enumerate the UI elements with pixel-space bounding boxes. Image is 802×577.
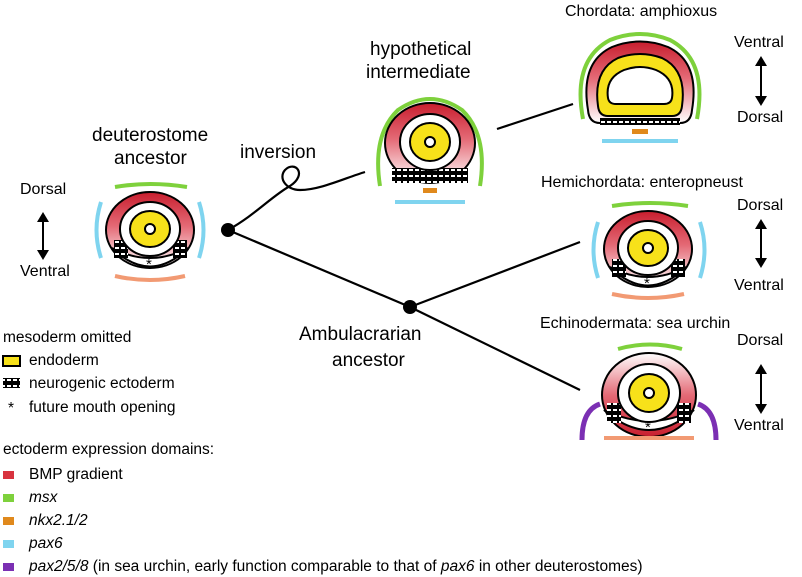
msx-domain	[617, 342, 683, 351]
pax6-domain-right	[698, 221, 707, 279]
axis-ventral-chordata: Ventral	[734, 34, 784, 51]
axis-dorsal-echinodermata: Dorsal	[737, 332, 784, 349]
neurogenic-ectoderm-left	[607, 403, 621, 423]
pax6-swatch	[3, 540, 14, 548]
taxon-echinodermata: Echinodermata: sea urchin	[540, 315, 731, 332]
axis-dorsal-chordata: Dorsal	[737, 109, 784, 126]
nkx-swatch	[3, 517, 14, 525]
axis-dorsal-left: Dorsal	[20, 181, 67, 198]
pax258-domain-right	[697, 401, 719, 441]
mouth-asterisk: *	[645, 419, 651, 436]
branch-to-ambulacrarian	[227, 228, 411, 309]
embryo-chordata	[578, 32, 702, 143]
neurogenic-ectoderm	[392, 168, 468, 183]
deuterostome-ancestor-line2: ancestor	[114, 148, 187, 169]
nkx-domain	[423, 188, 437, 193]
axis-ventral-left: Ventral	[20, 263, 70, 280]
branch-to-hemichordata	[409, 240, 581, 309]
msx-domain	[114, 182, 188, 189]
pax258-domain-left	[579, 401, 601, 441]
double-arrow-icon	[755, 219, 767, 268]
legend-bmp: BMP gradient	[29, 466, 123, 483]
branch-to-chordata	[496, 102, 574, 131]
legend-mouth-opening: future mouth opening	[29, 399, 176, 416]
embryo-deuterostome-ancestor: *	[94, 182, 206, 282]
legend-mesoderm-note: mesoderm omitted	[3, 329, 132, 346]
pax6-domain-right	[197, 201, 206, 259]
axis-arrows	[37, 56, 767, 414]
nkx-domain	[632, 129, 648, 134]
msx-domain	[611, 201, 689, 208]
ventral-ectoderm	[111, 247, 189, 268]
neurogenic-ectoderm-right	[677, 403, 691, 423]
msx-swatch	[3, 494, 14, 502]
msx-domain	[578, 32, 702, 120]
legend-pax258: pax2/5/8 (in sea urchin, early function …	[29, 559, 643, 575]
legend-expression-title: ectoderm expression domains:	[3, 441, 215, 458]
pax6-domain-left	[94, 201, 103, 259]
msx-domain	[376, 97, 484, 187]
ambulacrarian-ancestor-line1: Ambulacrarian	[299, 324, 422, 345]
axis-ventral-echinodermata: Ventral	[734, 417, 784, 434]
branch-to-echinodermata	[409, 306, 581, 391]
axis-dorsal-hemichordata: Dorsal	[737, 197, 784, 214]
embryo-echinodermata: *	[579, 342, 719, 441]
legend-pax6: pax6	[29, 535, 63, 552]
double-arrow-icon	[755, 56, 767, 106]
legend-msx: msx	[29, 489, 58, 506]
pax258-note-before: (in sea urchin, early function comparabl…	[92, 558, 437, 575]
deuterostome-ancestor-line1: deuterostome	[92, 125, 209, 146]
endoderm-legend-icon	[2, 355, 21, 367]
taxon-chordata: Chordata: amphioxus	[565, 3, 718, 20]
inversion-label: inversion	[240, 142, 317, 163]
legend-neurogenic-ectoderm: neurogenic ectoderm	[29, 375, 175, 392]
legend-mouth-symbol: *	[8, 400, 15, 417]
neurogenic-ectoderm-right	[173, 240, 187, 258]
legend-nkx: nkx2.1/2	[29, 512, 88, 529]
legend-symbols	[2, 355, 21, 388]
pax258-swatch	[3, 563, 14, 571]
ambulacrarian-ancestor-line2: ancestor	[332, 350, 405, 371]
axis-ventral-hemichordata: Ventral	[734, 277, 784, 294]
branch-inversion	[227, 165, 366, 231]
pax6-domain-left	[591, 221, 600, 279]
taxon-hemichordata: Hemichordata: enteropneust	[541, 174, 743, 191]
double-arrow-icon	[37, 212, 49, 260]
mouth-asterisk: *	[644, 275, 650, 292]
embryo-hemichordata: *	[591, 201, 707, 300]
embryo-hypothetical-intermediate	[376, 97, 484, 204]
neurogenic-ectoderm	[600, 118, 680, 125]
node-ambulacrarian	[403, 300, 417, 314]
double-arrow-icon	[755, 364, 767, 414]
mouth-asterisk: *	[146, 256, 152, 273]
nkx-domain	[114, 274, 186, 282]
legend-endoderm: endoderm	[29, 352, 99, 369]
hypothetical-intermediate-line2: intermediate	[366, 62, 471, 83]
bmp-swatch	[3, 471, 14, 479]
neurogenic-ectoderm-right	[671, 259, 685, 277]
tree-branches	[227, 102, 581, 391]
nkx-domain	[611, 292, 685, 300]
node-deuterostome	[221, 223, 235, 237]
neurogenic-legend-icon	[3, 378, 20, 388]
pax258-gene: pax2/5/8	[29, 558, 89, 575]
hypothetical-intermediate-line1: hypothetical	[370, 39, 472, 60]
pax258-note-after: in other deuterostomes)	[478, 558, 643, 575]
pax258-gene-ref: pax6	[440, 558, 475, 575]
